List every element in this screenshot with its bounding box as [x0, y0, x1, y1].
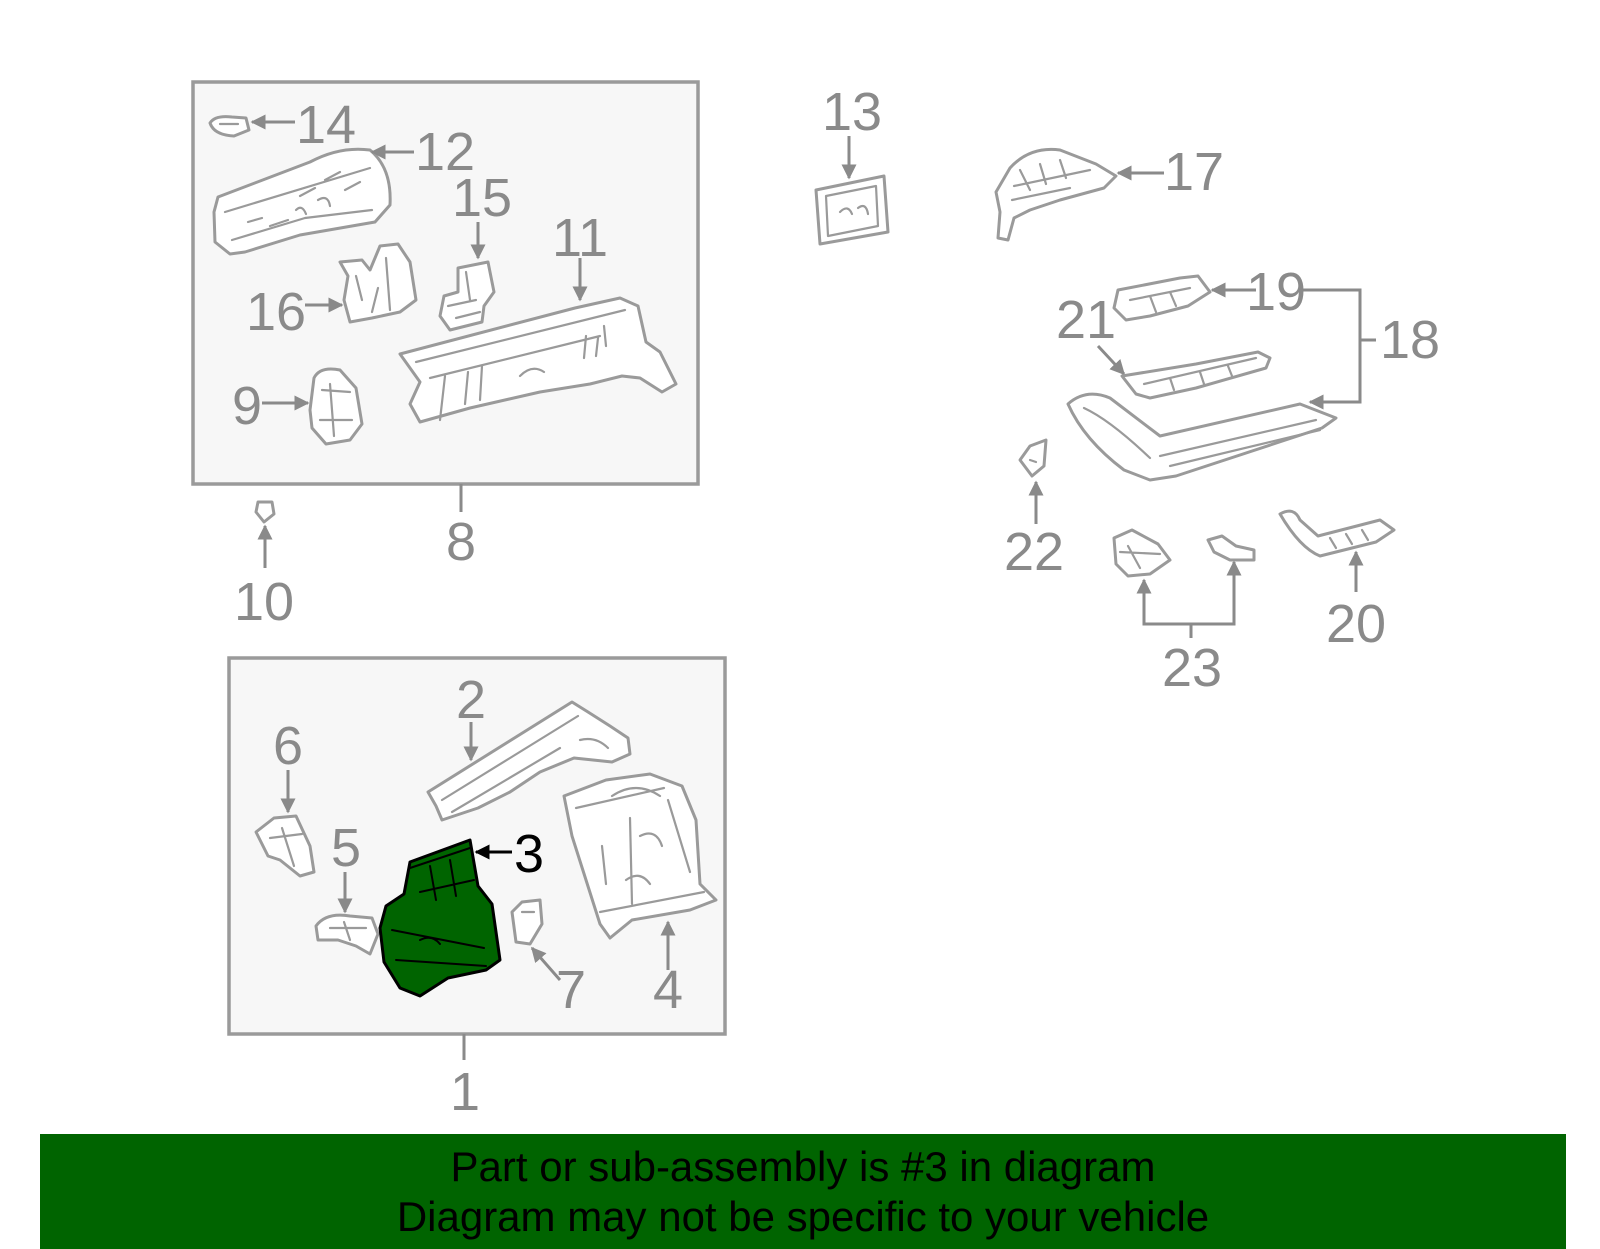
- part-18-floor-panel[interactable]: [1066, 392, 1338, 482]
- bracket-23: [1142, 560, 1242, 626]
- part-13[interactable]: [814, 174, 890, 246]
- banner-line-1: Part or sub-assembly is #3 in diagram: [450, 1143, 1156, 1190]
- part-5[interactable]: [314, 913, 380, 956]
- callout-6: 6: [273, 716, 303, 776]
- part-2[interactable]: [426, 700, 632, 822]
- callout-23: 23: [1162, 638, 1222, 698]
- group-box-8: [191, 80, 700, 486]
- callout-13: 13: [822, 82, 882, 142]
- part-4[interactable]: [562, 772, 718, 940]
- callout-7: 7: [556, 960, 586, 1020]
- callout-22: 22: [1004, 522, 1064, 582]
- part-14[interactable]: [208, 115, 251, 138]
- callout-2: 2: [456, 670, 486, 730]
- callout-14: 14: [296, 95, 356, 155]
- part-19[interactable]: [1112, 274, 1212, 322]
- callout-1: 1: [450, 1062, 480, 1122]
- callout-19: 19: [1246, 262, 1306, 322]
- callout-8: 8: [446, 512, 476, 572]
- part-9[interactable]: [308, 367, 364, 446]
- callout-5: 5: [331, 818, 361, 878]
- part-15[interactable]: [438, 260, 496, 332]
- part-22[interactable]: [1018, 438, 1048, 478]
- part-17[interactable]: [994, 147, 1118, 242]
- callout-9: 9: [232, 376, 262, 436]
- callout-17: 17: [1164, 142, 1224, 202]
- part-21[interactable]: [1120, 350, 1272, 400]
- part-12[interactable]: [212, 147, 392, 256]
- callout-4: 4: [653, 960, 683, 1020]
- callout-20: 20: [1326, 594, 1386, 654]
- part-23-b[interactable]: [1206, 534, 1256, 562]
- banner-line-2: Diagram may not be specific to your vehi…: [396, 1193, 1210, 1240]
- part-11[interactable]: [398, 296, 678, 424]
- info-banner: Part or sub-assembly is #3 in diagram Di…: [40, 1134, 1566, 1249]
- callout-3: 3: [514, 824, 544, 884]
- callout-21: 21: [1056, 290, 1116, 350]
- part-6[interactable]: [254, 814, 316, 878]
- callout-12: 12: [415, 122, 475, 182]
- part-7[interactable]: [510, 898, 544, 946]
- callout-18: 18: [1380, 310, 1440, 370]
- part-3-highlighted[interactable]: [378, 838, 502, 998]
- callout-10: 10: [234, 572, 294, 632]
- part-16[interactable]: [338, 242, 418, 324]
- callout-11: 11: [552, 208, 608, 268]
- bracket-18: [1300, 288, 1362, 410]
- part-20[interactable]: [1278, 509, 1396, 558]
- callout-15: 15: [452, 168, 512, 228]
- callout-16: 16: [246, 282, 306, 342]
- part-23-a[interactable]: [1112, 528, 1172, 578]
- part-10[interactable]: [254, 500, 276, 524]
